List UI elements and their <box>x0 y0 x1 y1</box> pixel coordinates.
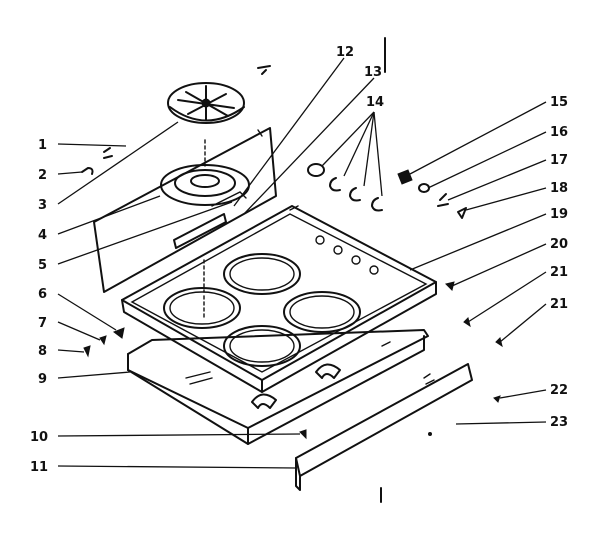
callout-20: 20 <box>550 237 568 252</box>
callout-12: 12 <box>336 45 354 60</box>
callout-6: 6 <box>38 287 47 302</box>
callout-16: 16 <box>550 125 568 140</box>
callout-5: 5 <box>38 258 47 273</box>
callout-9: 9 <box>38 372 47 387</box>
callout-labels: 1 2 3 4 5 6 7 8 9 10 11 12 13 14 15 16 1… <box>30 45 568 475</box>
small-hardware-left <box>81 147 307 440</box>
callout-11: 11 <box>30 460 48 475</box>
callout-17: 17 <box>550 153 568 168</box>
callout-2: 2 <box>38 168 47 183</box>
callout-13: 13 <box>364 65 382 80</box>
callout-7: 7 <box>38 316 47 331</box>
callout-4: 4 <box>38 228 47 243</box>
callout-1: 1 <box>38 138 47 153</box>
front-panel-strip <box>295 363 473 491</box>
callout-19: 19 <box>550 207 568 222</box>
callout-3: 3 <box>38 198 47 213</box>
lower-chassis <box>127 329 429 445</box>
callout-10: 10 <box>30 430 48 445</box>
callout-14: 14 <box>366 95 384 110</box>
rear-panel <box>93 127 277 293</box>
callout-18: 18 <box>550 181 568 196</box>
callout-22: 22 <box>550 383 568 398</box>
callout-21-upper: 21 <box>550 265 568 280</box>
control-knobs <box>307 163 383 212</box>
callout-23: 23 <box>550 415 568 430</box>
callout-15: 15 <box>550 95 568 110</box>
burner-element <box>167 82 245 124</box>
small-hardware <box>397 169 503 436</box>
callout-8: 8 <box>38 344 47 359</box>
leader-lines <box>57 57 547 469</box>
callout-21-lower: 21 <box>550 297 568 312</box>
drip-bowl <box>160 139 250 206</box>
terminal-clip <box>257 65 271 75</box>
cooktop-main-top <box>121 205 437 393</box>
